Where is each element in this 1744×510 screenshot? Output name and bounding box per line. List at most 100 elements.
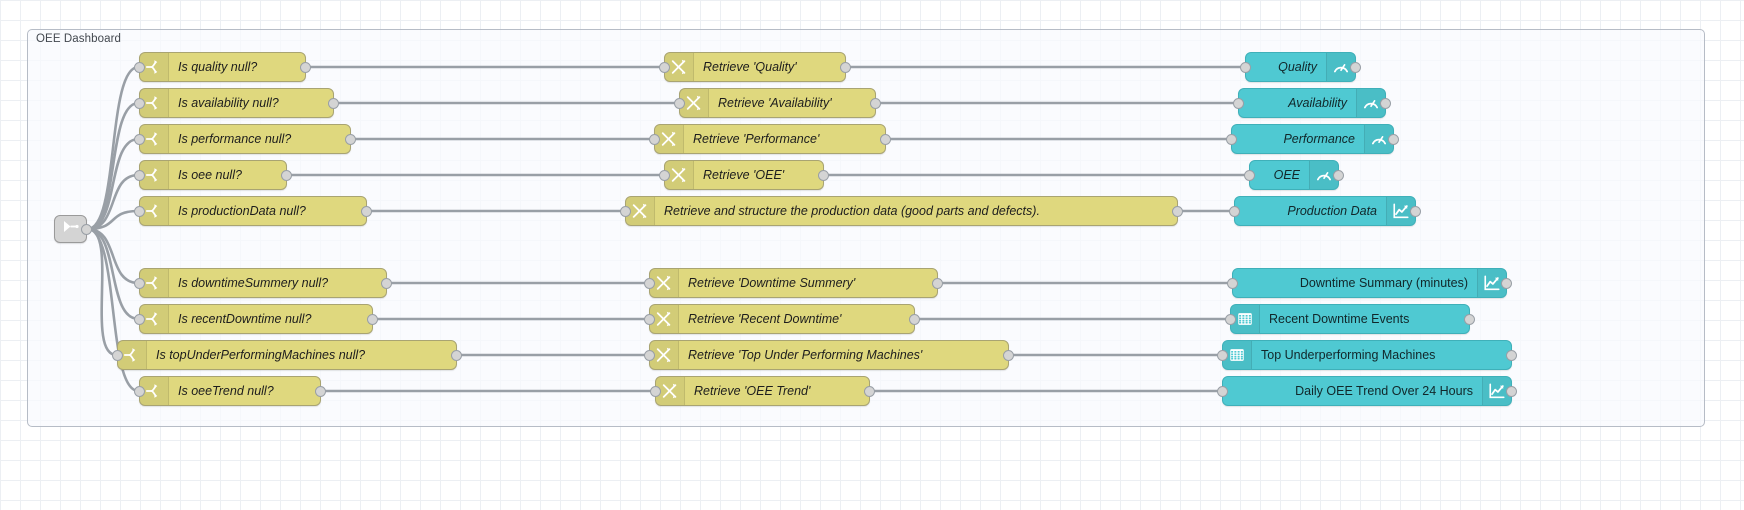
dashboard-node-label: Production Data bbox=[1287, 204, 1377, 218]
input-port[interactable] bbox=[620, 205, 631, 217]
dashboard-node-label: Daily OEE Trend Over 24 Hours bbox=[1295, 384, 1473, 398]
switch-node-label: Is performance null? bbox=[178, 132, 292, 146]
output-port[interactable] bbox=[1506, 349, 1517, 361]
output-port[interactable] bbox=[1380, 97, 1391, 109]
dashboard-node-label: OEE bbox=[1273, 168, 1300, 182]
change-node[interactable]: Retrieve 'Availability' bbox=[674, 88, 881, 118]
switch-node[interactable]: Is recentDowntime null? bbox=[134, 304, 378, 334]
input-port[interactable] bbox=[1229, 205, 1240, 217]
change-node-label: Retrieve 'OEE' bbox=[703, 168, 785, 182]
change-node[interactable]: Retrieve 'OEE Trend' bbox=[650, 376, 875, 406]
input-port[interactable] bbox=[659, 169, 670, 181]
output-port[interactable] bbox=[451, 349, 462, 361]
output-port[interactable] bbox=[1333, 169, 1344, 181]
output-port[interactable] bbox=[870, 97, 881, 109]
input-port[interactable] bbox=[134, 169, 145, 181]
input-port[interactable] bbox=[1240, 61, 1251, 73]
input-port[interactable] bbox=[1226, 133, 1237, 145]
input-port[interactable] bbox=[134, 205, 145, 217]
dashboard-node[interactable]: Recent Downtime Events bbox=[1225, 304, 1475, 334]
switch-icon bbox=[140, 53, 169, 81]
dashboard-node[interactable]: Performance bbox=[1226, 124, 1399, 154]
change-node[interactable]: Retrieve 'Recent Downtime' bbox=[644, 304, 920, 334]
input-port[interactable] bbox=[1217, 349, 1228, 361]
output-port[interactable] bbox=[328, 97, 339, 109]
change-node-label: Retrieve 'Top Under Performing Machines' bbox=[688, 348, 923, 362]
output-port[interactable] bbox=[1410, 205, 1421, 217]
dashboard-node[interactable]: Availability bbox=[1233, 88, 1391, 118]
dashboard-node[interactable]: OEE bbox=[1244, 160, 1344, 190]
input-port[interactable] bbox=[1233, 97, 1244, 109]
link-in-node[interactable] bbox=[54, 215, 92, 243]
switch-node[interactable]: Is performance null? bbox=[134, 124, 356, 154]
output-port[interactable] bbox=[367, 313, 378, 325]
dashboard-node[interactable]: Quality bbox=[1240, 52, 1361, 82]
change-node[interactable]: Retrieve and structure the production da… bbox=[620, 196, 1183, 226]
switch-node-label: Is availability null? bbox=[178, 96, 279, 110]
input-port[interactable] bbox=[134, 97, 145, 109]
input-port[interactable] bbox=[112, 349, 123, 361]
switch-node[interactable]: Is topUnderPerformingMachines null? bbox=[112, 340, 462, 370]
input-port[interactable] bbox=[1227, 277, 1238, 289]
dashboard-node[interactable]: Downtime Summary (minutes) bbox=[1227, 268, 1512, 298]
switch-node-label: Is recentDowntime null? bbox=[178, 312, 312, 326]
switch-icon bbox=[118, 341, 147, 369]
input-port[interactable] bbox=[674, 97, 685, 109]
output-port[interactable] bbox=[840, 61, 851, 73]
input-port[interactable] bbox=[134, 133, 145, 145]
output-port[interactable] bbox=[909, 313, 920, 325]
input-port[interactable] bbox=[134, 277, 145, 289]
output-port[interactable] bbox=[361, 205, 372, 217]
output-port[interactable] bbox=[345, 133, 356, 145]
switch-node[interactable]: Is downtimeSummery null? bbox=[134, 268, 392, 298]
switch-node[interactable]: Is oee null? bbox=[134, 160, 292, 190]
input-port[interactable] bbox=[649, 133, 660, 145]
output-port[interactable] bbox=[932, 277, 943, 289]
output-port[interactable] bbox=[1350, 61, 1361, 73]
switch-node-label: Is topUnderPerformingMachines null? bbox=[156, 348, 366, 362]
dashboard-node[interactable]: Daily OEE Trend Over 24 Hours bbox=[1217, 376, 1517, 406]
change-node[interactable]: Retrieve 'Top Under Performing Machines' bbox=[644, 340, 1014, 370]
change-node[interactable]: Retrieve 'Performance' bbox=[649, 124, 891, 154]
switch-node[interactable]: Is oeeTrend null? bbox=[134, 376, 326, 406]
output-port[interactable] bbox=[1506, 385, 1517, 397]
output-port[interactable] bbox=[1501, 277, 1512, 289]
input-port[interactable] bbox=[134, 61, 145, 73]
input-port[interactable] bbox=[659, 61, 670, 73]
input-port[interactable] bbox=[134, 313, 145, 325]
switch-node[interactable]: Is quality null? bbox=[134, 52, 311, 82]
change-node-label: Retrieve 'Performance' bbox=[693, 132, 820, 146]
output-port[interactable] bbox=[315, 385, 326, 397]
input-port[interactable] bbox=[644, 349, 655, 361]
input-port[interactable] bbox=[1217, 385, 1228, 397]
dashboard-node-label: Performance bbox=[1283, 132, 1355, 146]
change-node[interactable]: Retrieve 'OEE' bbox=[659, 160, 829, 190]
output-port[interactable] bbox=[818, 169, 829, 181]
input-port[interactable] bbox=[1225, 313, 1236, 325]
output-port[interactable] bbox=[1388, 133, 1399, 145]
dashboard-node[interactable]: Top Underperforming Machines bbox=[1217, 340, 1517, 370]
input-port[interactable] bbox=[1244, 169, 1255, 181]
input-port[interactable] bbox=[134, 385, 145, 397]
switch-node[interactable]: Is productionData null? bbox=[134, 196, 372, 226]
output-port[interactable] bbox=[880, 133, 891, 145]
input-port[interactable] bbox=[644, 277, 655, 289]
input-port[interactable] bbox=[644, 313, 655, 325]
output-port[interactable] bbox=[1172, 205, 1183, 217]
output-port[interactable] bbox=[381, 277, 392, 289]
output-port[interactable] bbox=[81, 223, 92, 235]
switch-icon bbox=[140, 377, 169, 405]
output-port[interactable] bbox=[864, 385, 875, 397]
dashboard-node-label: Recent Downtime Events bbox=[1269, 312, 1410, 326]
dashboard-node[interactable]: Production Data bbox=[1229, 196, 1421, 226]
output-port[interactable] bbox=[281, 169, 292, 181]
input-port[interactable] bbox=[650, 385, 661, 397]
output-port[interactable] bbox=[300, 61, 311, 73]
change-node[interactable]: Retrieve 'Downtime Summery' bbox=[644, 268, 943, 298]
change-node[interactable]: Retrieve 'Quality' bbox=[659, 52, 851, 82]
output-port[interactable] bbox=[1464, 313, 1475, 325]
switch-node[interactable]: Is availability null? bbox=[134, 88, 339, 118]
switch-node-label: Is oee null? bbox=[178, 168, 242, 182]
output-port[interactable] bbox=[1003, 349, 1014, 361]
